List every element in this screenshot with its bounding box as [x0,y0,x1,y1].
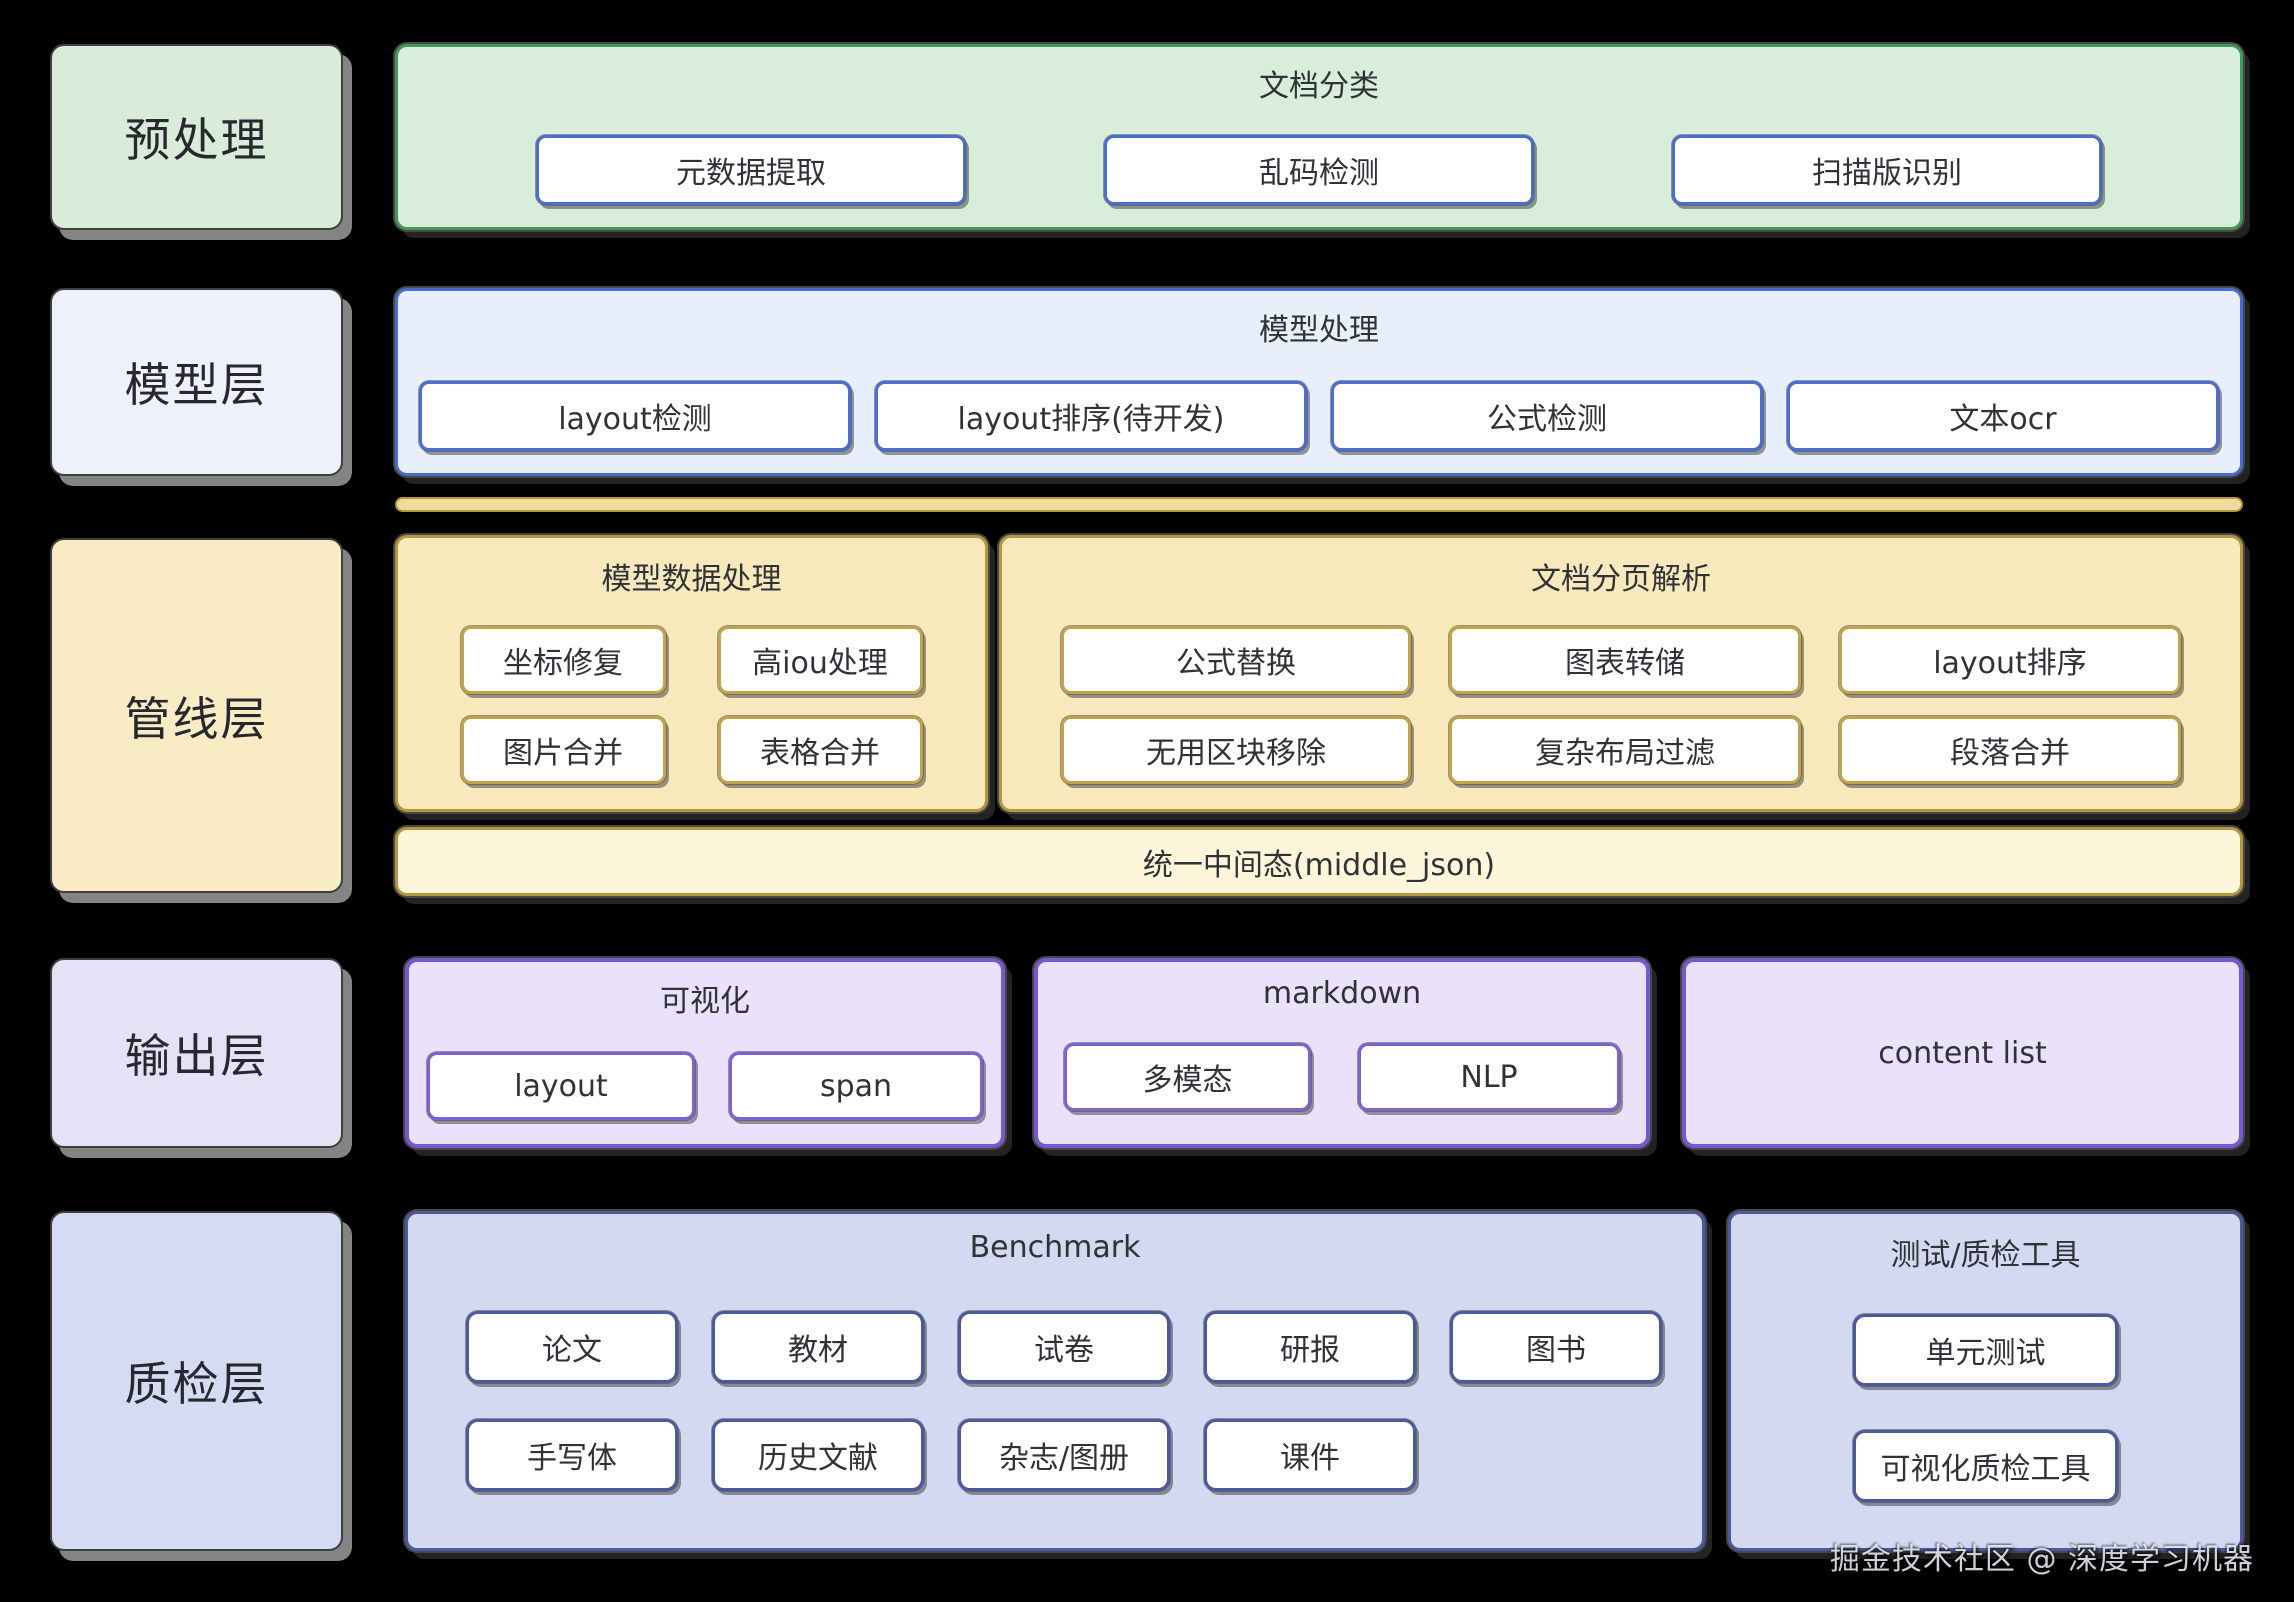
chip-span-vis: span [729,1052,983,1120]
container-doc-page-parse: 文档分页解析 公式替换 图表转储 layout排序 无用区块移除 复杂布局过滤 … [999,535,2243,812]
container-title: Benchmark [969,1230,1141,1265]
pipeline-parent-edge [395,497,2243,512]
layer-label-text: 预处理 [124,113,269,167]
container-content-list: content list [1682,958,2243,1148]
chip-formula-replace: 公式替换 [1061,626,1411,694]
chip-metadata-extract: 元数据提取 [536,135,966,205]
chip-paragraph-merge: 段落合并 [1839,716,2181,784]
watermark-text: 掘金技术社区 @ 深度学习机器 [1829,1542,2254,1577]
container-model-data-processing: 模型数据处理 坐标修复 高iou处理 图片合并 表格合并 [395,535,988,812]
chip-book: 图书 [1450,1311,1662,1383]
chip-magazine-album: 杂志/图册 [958,1419,1170,1491]
container-doc-classification: 文档分类 元数据提取 乱码检测 扫描版识别 [395,44,2243,230]
chip-grid: 坐标修复 高iou处理 图片合并 表格合并 [398,626,985,784]
chip-unit-test: 单元测试 [1853,1314,2118,1386]
layer-label-preprocess: 预处理 [50,44,343,230]
chip-layout-detect: layout检测 [419,381,851,451]
chip-row: layout span [409,1052,1001,1120]
chip-complex-layout-filter: 复杂布局过滤 [1449,716,1801,784]
chip-coord-fix: 坐标修复 [460,626,666,694]
chip-layout-sort: layout排序 [1839,626,2181,694]
chip-column: 单元测试 可视化质检工具 [1731,1314,2240,1502]
container-title: 可视化 [660,984,750,1019]
chip-courseware: 课件 [1204,1419,1416,1491]
container-title: 模型数据处理 [601,562,782,597]
chip-grid: 公式替换 图表转储 layout排序 无用区块移除 复杂布局过滤 段落合并 [1002,626,2240,784]
container-title: 文档分类 [1259,69,1379,104]
layer-label-text: 管线层 [124,691,269,746]
layer-label-text: 模型层 [124,358,269,412]
chip-visual-qa-tool: 可视化质检工具 [1853,1430,2118,1502]
chip-image-merge: 图片合并 [460,716,666,784]
chip-row: 元数据提取 乱码检测 扫描版识别 [398,135,2240,205]
chip-chart-dump: 图表转储 [1449,626,1801,694]
chip-table-merge: 表格合并 [717,716,923,784]
chip-nlp: NLP [1358,1043,1620,1111]
chip-layout-vis: layout [427,1052,695,1120]
chip-handwriting: 手写体 [466,1419,678,1491]
container-model-processing: 模型处理 layout检测 layout排序(待开发) 公式检测 文本ocr [395,288,2243,476]
chip-text-ocr: 文本ocr [1787,381,2219,451]
container-title: markdown [1262,976,1422,1011]
container-title: 文档分页解析 [1531,562,1711,597]
chip-historical-doc: 历史文献 [712,1419,924,1491]
chip-layout-sort-todo: layout排序(待开发) [875,381,1307,451]
layer-label-model: 模型层 [50,288,343,476]
layer-label-output: 输出层 [50,958,343,1148]
container-benchmark: Benchmark 论文 教材 试卷 研报 图书 手写体 历史文献 杂志/图册 … [405,1211,1705,1551]
chip-research-report: 研报 [1204,1311,1416,1383]
container-visualization: 可视化 layout span [405,958,1005,1148]
chip-scan-recognize: 扫描版识别 [1672,135,2102,205]
chip-garbled-detect: 乱码检测 [1104,135,1534,205]
chip-row: 论文 教材 试卷 研报 图书 [408,1311,1702,1383]
container-title: 模型处理 [1259,313,1379,348]
layer-label-text: 输出层 [124,1029,269,1083]
middle-json-label: 统一中间态(middle_json) [1142,847,1496,883]
layer-label-text: 质检层 [124,1357,269,1411]
container-test-qa-tools: 测试/质检工具 单元测试 可视化质检工具 [1728,1211,2243,1551]
container-title: 测试/质检工具 [1890,1238,2081,1273]
chip-row: layout检测 layout排序(待开发) 公式检测 文本ocr [398,381,2240,451]
chip-row: 多模态 NLP [1038,1043,1646,1111]
container-markdown: markdown 多模态 NLP [1034,958,1650,1148]
chip-formula-detect: 公式检测 [1331,381,1763,451]
layer-label-qa: 质检层 [50,1211,343,1551]
layer-label-pipeline: 管线层 [50,538,343,893]
chip-row: 手写体 历史文献 杂志/图册 课件 [408,1419,1702,1491]
chip-multimodal: 多模态 [1064,1043,1311,1111]
chip-useless-block-remove: 无用区块移除 [1061,716,1411,784]
chip-paper: 论文 [466,1311,678,1383]
chip-high-iou: 高iou处理 [717,626,923,694]
container-title: content list [1878,1035,2047,1071]
chip-textbook: 教材 [712,1311,924,1383]
chip-exam-paper: 试卷 [958,1311,1170,1383]
middle-json-bar: 统一中间态(middle_json) [395,827,2243,896]
